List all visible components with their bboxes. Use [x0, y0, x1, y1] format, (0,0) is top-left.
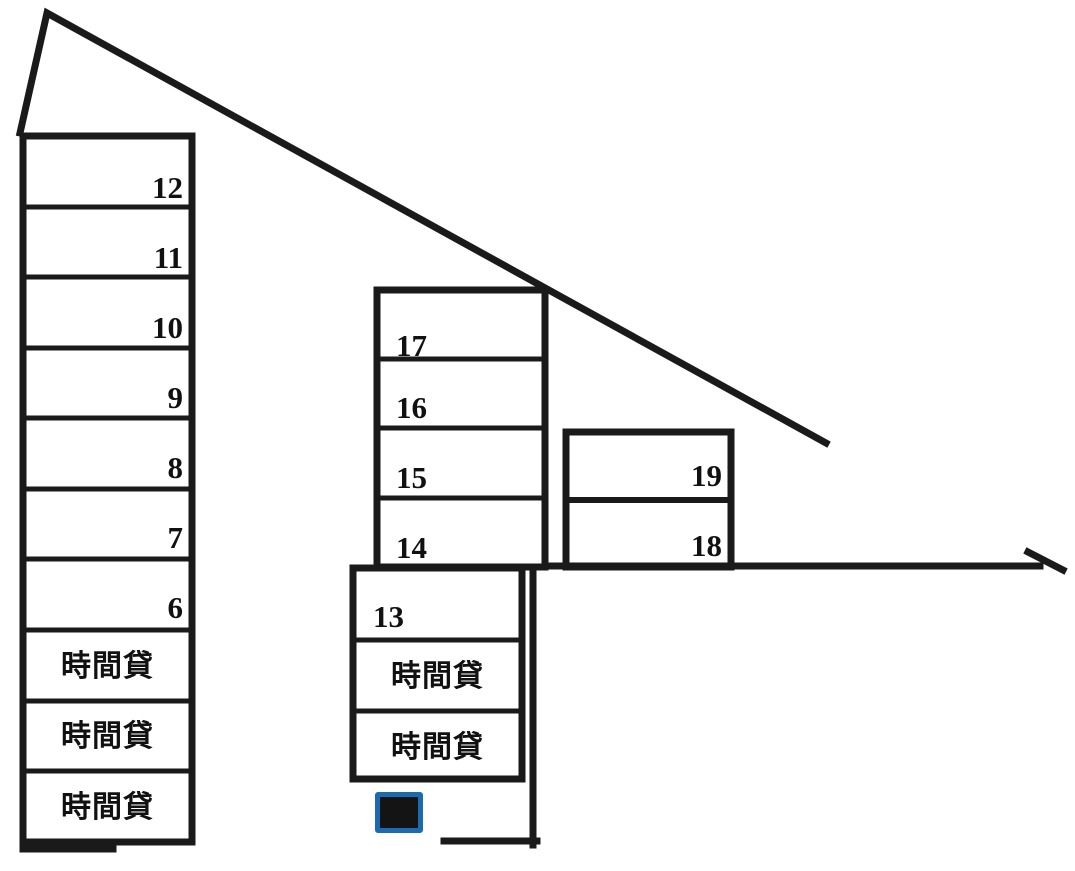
driveway-lines [440, 547, 1068, 849]
left-stall-dividers [23, 204, 192, 774]
stall-label-17: 17 [396, 328, 427, 363]
middle-lower-dividers [353, 637, 522, 714]
payment-kiosk-marker[interactable] [375, 792, 423, 833]
stall-label-14: 14 [396, 530, 427, 565]
stall-label-8: 8 [167, 450, 184, 485]
stall-label-7: 7 [167, 520, 184, 555]
stall-label-hourly-left-3: 時間貸 [61, 790, 154, 825]
stall-label-15: 15 [396, 460, 427, 495]
stall-label-19: 19 [691, 458, 722, 493]
stall-label-hourly-middle-2: 時間貸 [391, 730, 484, 765]
stall-label-hourly-left-1: 時間貸 [61, 649, 154, 684]
stall-label-12: 12 [152, 170, 183, 205]
site-boundary-north [15, 7, 831, 448]
stall-label-hourly-left-2: 時間貸 [61, 719, 154, 754]
stall-label-11: 11 [153, 240, 183, 275]
stall-label-6: 6 [167, 590, 184, 625]
left-stall-column-shape [19, 132, 196, 853]
stall-label-18: 18 [691, 528, 722, 563]
right-stall-column-shape [562, 428, 735, 571]
stall-label-16: 16 [396, 390, 427, 425]
middle-lower-outline [349, 564, 526, 783]
stall-label-10: 10 [152, 310, 183, 345]
middle-lower-stall-column-shape [349, 564, 526, 783]
site-boundary-lines [15, 7, 831, 448]
middle-upper-dividers [377, 356, 545, 501]
stall-label-hourly-middle-1: 時間貸 [391, 659, 484, 694]
stall-label-9: 9 [167, 380, 184, 415]
stall-label-13: 13 [373, 599, 404, 634]
middle-upper-stall-column-shape [373, 286, 549, 571]
driveway-east-tick [1023, 547, 1068, 575]
